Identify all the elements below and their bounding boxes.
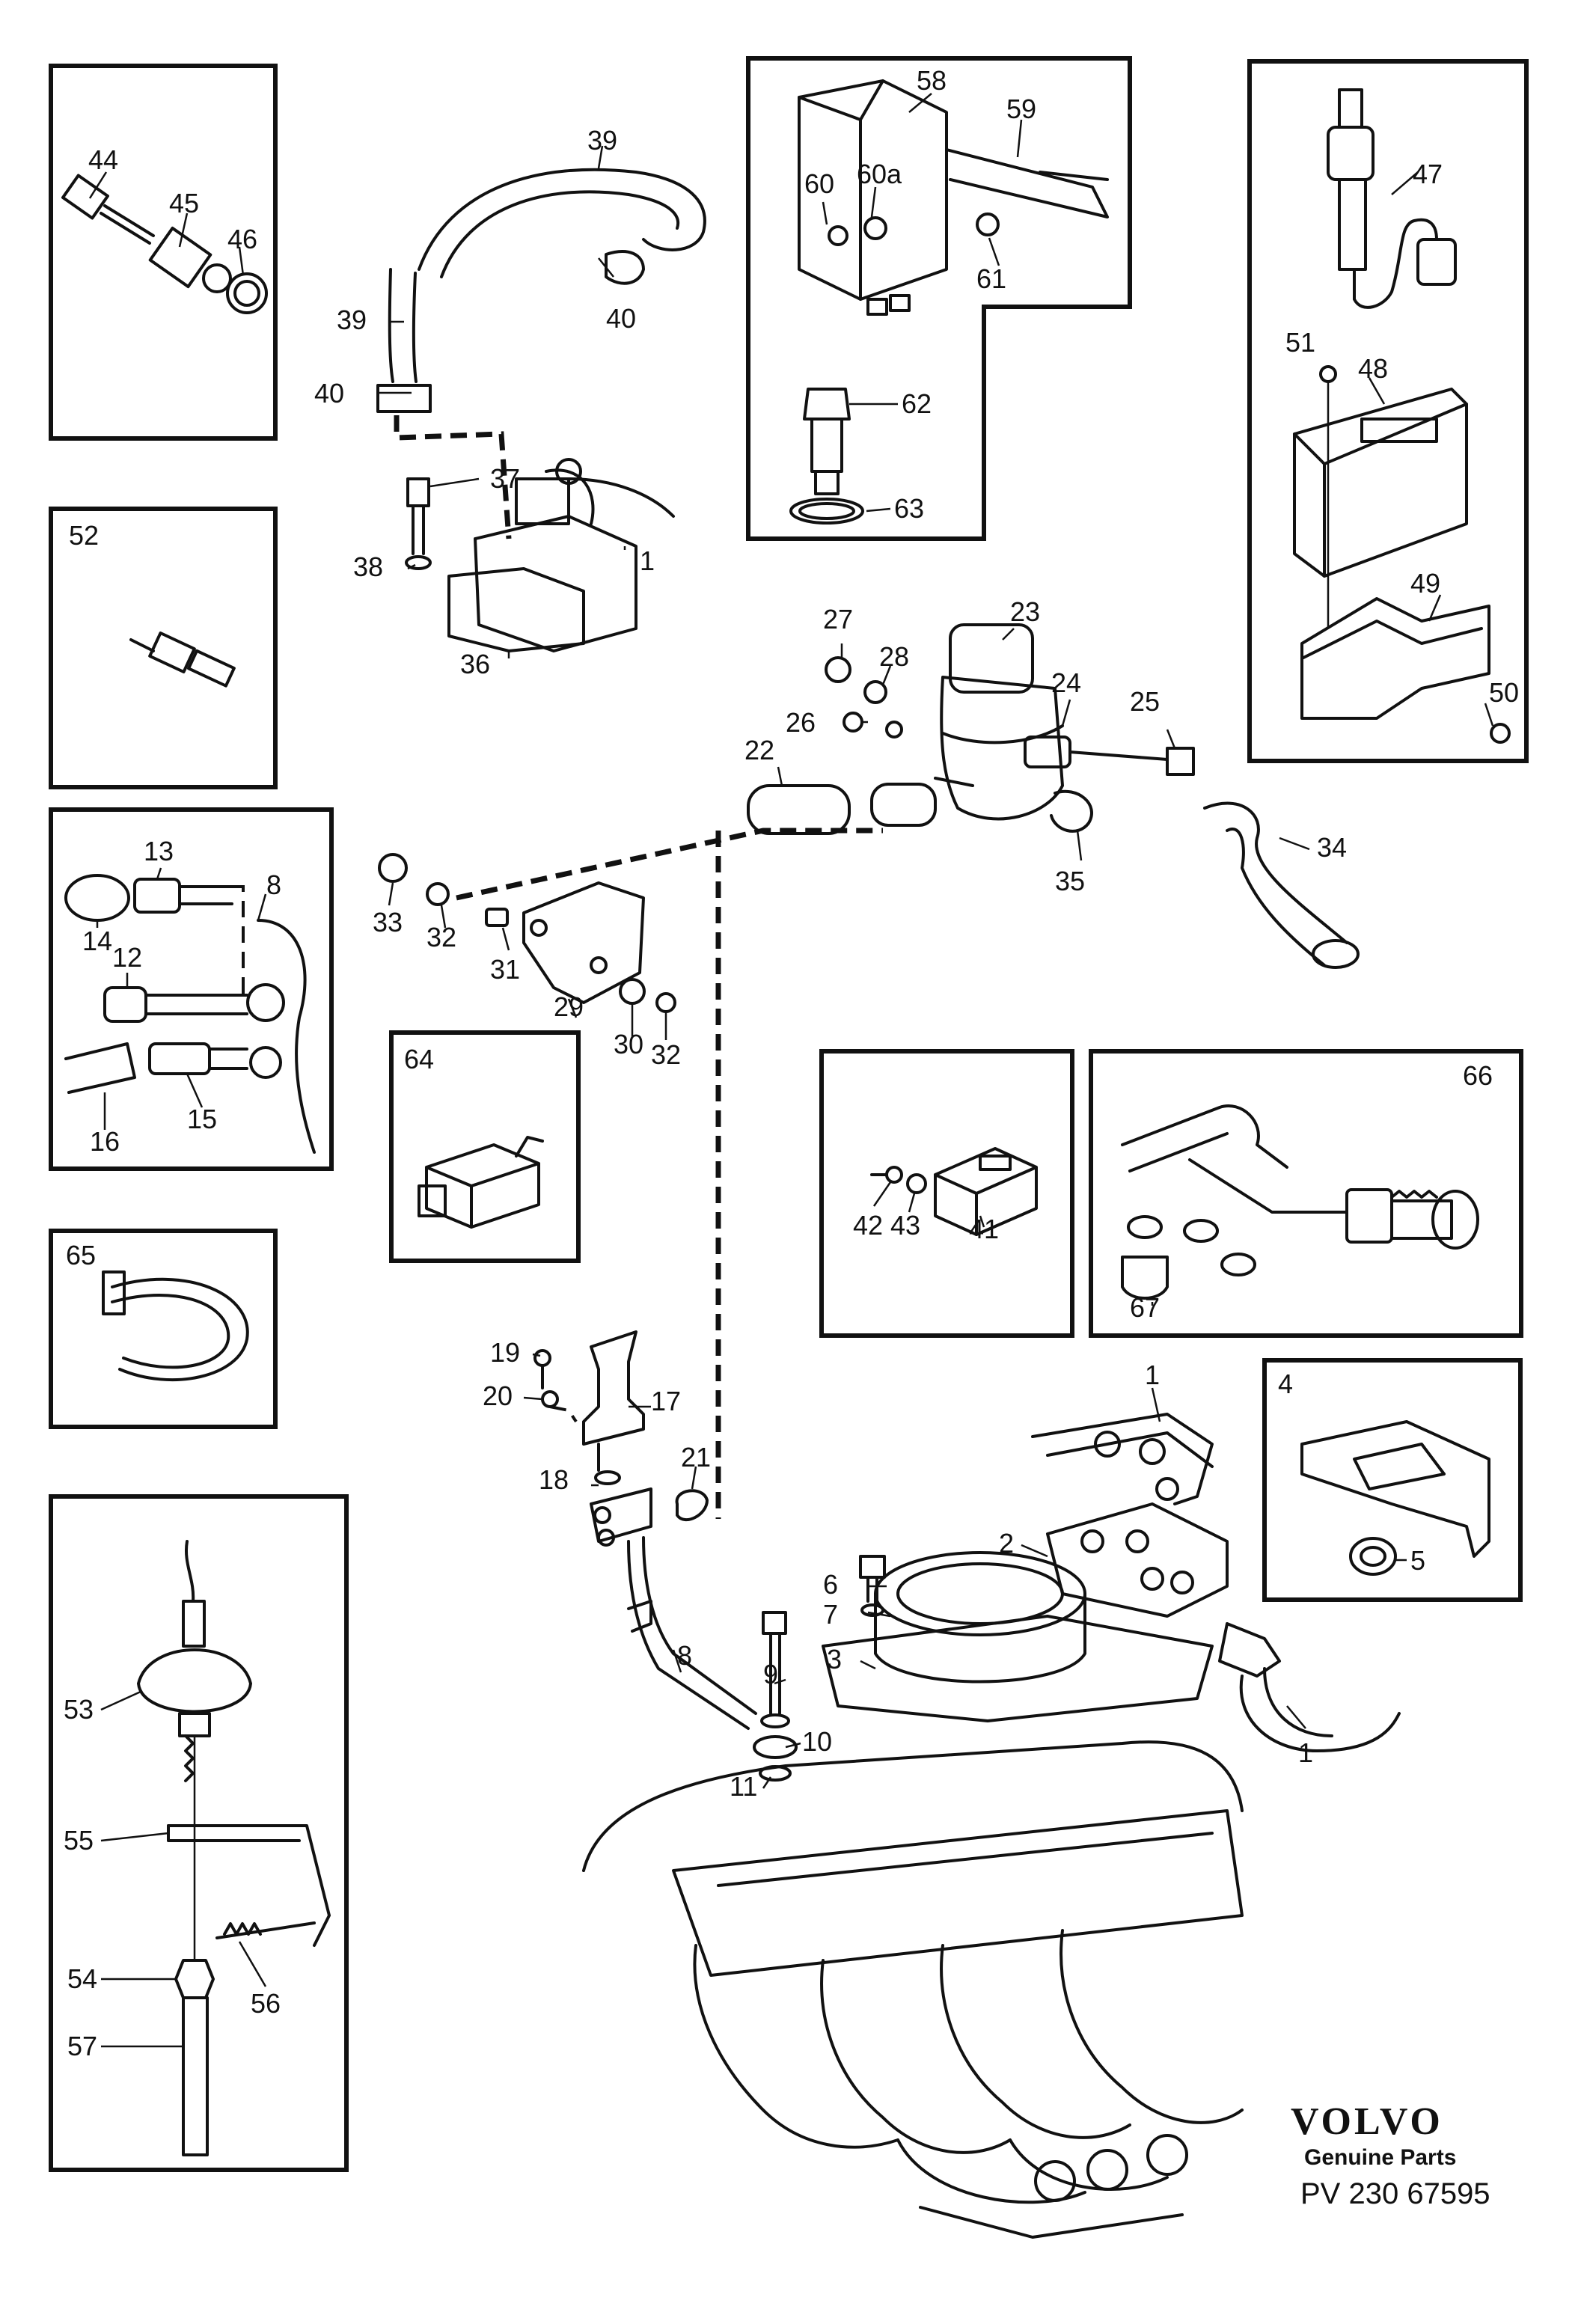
label-1-harness: 1 xyxy=(1145,1360,1160,1390)
label-39-top: 39 xyxy=(587,125,617,156)
label-40-top: 40 xyxy=(606,303,636,334)
label-3: 3 xyxy=(827,1644,842,1675)
box-44-46: 44 45 46 xyxy=(49,64,278,441)
label-31: 31 xyxy=(490,954,520,985)
box-47-51: 47 51 48 49 50 xyxy=(1247,59,1529,763)
box-65: 65 xyxy=(49,1229,278,1429)
label-33: 33 xyxy=(373,907,403,938)
label-65: 65 xyxy=(66,1240,96,1270)
label-21: 21 xyxy=(681,1442,711,1473)
label-19: 19 xyxy=(490,1337,520,1368)
label-30: 30 xyxy=(614,1029,643,1059)
label-32-a: 32 xyxy=(426,922,456,952)
label-23: 23 xyxy=(1010,596,1040,627)
label-46: 46 xyxy=(227,224,257,254)
label-44: 44 xyxy=(88,144,118,175)
label-61: 61 xyxy=(976,263,1006,294)
fitting-assembly: 19 20 17 18 21 8 xyxy=(483,831,757,1730)
box-52: 52 xyxy=(49,507,278,789)
brand-block: VOLVO Genuine Parts PV 230 67595 xyxy=(1291,2100,1490,2210)
label-38: 38 xyxy=(353,551,383,582)
label-15: 15 xyxy=(187,1104,217,1134)
label-66: 66 xyxy=(1463,1060,1493,1091)
label-14: 14 xyxy=(82,926,112,956)
box-64: 64 xyxy=(389,1030,581,1263)
bracket-assembly: 33 32 31 29 30 32 xyxy=(373,828,883,1070)
label-59: 59 xyxy=(1006,94,1036,124)
label-39-side: 39 xyxy=(337,305,367,335)
label-35: 35 xyxy=(1055,866,1085,896)
label-27: 27 xyxy=(823,604,853,634)
brand-tagline: Genuine Parts xyxy=(1304,2145,1456,2170)
box-4-5: 4 5 xyxy=(1262,1358,1523,1602)
hose-and-valve-assembly: 39 39 40 40 37 38 1 36 xyxy=(314,125,706,679)
label-60a: 60a xyxy=(857,159,902,189)
box-58-63: 58 59 60 60a 61 62 63 xyxy=(746,56,1132,541)
idle-valve-assembly: 27 28 23 24 25 26 22 35 34 xyxy=(744,596,1360,969)
label-58: 58 xyxy=(917,65,947,96)
label-55: 55 xyxy=(64,1825,94,1856)
label-52: 52 xyxy=(69,520,99,551)
label-26: 26 xyxy=(786,707,816,738)
label-53: 53 xyxy=(64,1694,94,1725)
label-6: 6 xyxy=(823,1569,838,1600)
label-2: 2 xyxy=(999,1528,1014,1559)
label-43: 43 xyxy=(890,1210,920,1241)
label-64: 64 xyxy=(404,1044,434,1074)
label-16: 16 xyxy=(90,1126,120,1157)
label-56: 56 xyxy=(251,1988,281,2019)
label-63: 63 xyxy=(894,493,924,524)
label-34: 34 xyxy=(1317,832,1347,863)
label-20: 20 xyxy=(483,1380,513,1411)
label-54: 54 xyxy=(67,1963,97,1994)
label-9: 9 xyxy=(763,1659,778,1690)
label-47: 47 xyxy=(1413,159,1443,189)
label-1-bottom: 1 xyxy=(1298,1737,1313,1768)
label-41: 41 xyxy=(969,1214,999,1244)
label-28: 28 xyxy=(879,641,909,672)
label-62: 62 xyxy=(902,388,932,419)
label-12: 12 xyxy=(112,942,142,973)
label-36: 36 xyxy=(460,649,490,679)
label-1-valve: 1 xyxy=(640,545,655,576)
label-4: 4 xyxy=(1278,1369,1293,1399)
label-32-b: 32 xyxy=(651,1039,681,1070)
label-18: 18 xyxy=(539,1464,569,1495)
label-10: 10 xyxy=(802,1726,832,1757)
label-67: 67 xyxy=(1130,1292,1160,1323)
label-57: 57 xyxy=(67,2031,97,2061)
label-8-box: 8 xyxy=(266,869,281,900)
label-29: 29 xyxy=(554,991,584,1022)
box-41-43: 42 43 41 xyxy=(819,1049,1074,1338)
label-11: 11 xyxy=(730,1771,757,1802)
label-24: 24 xyxy=(1051,667,1081,698)
label-45: 45 xyxy=(169,188,199,218)
box-53-57: 53 55 54 57 56 xyxy=(49,1494,349,2172)
label-50: 50 xyxy=(1489,677,1519,708)
label-22: 22 xyxy=(744,735,774,765)
volvo-logo: VOLVO xyxy=(1291,2100,1443,2143)
label-7: 7 xyxy=(823,1599,838,1630)
label-40-side: 40 xyxy=(314,378,344,409)
box-66-67: 66 67 xyxy=(1089,1049,1523,1338)
label-49: 49 xyxy=(1410,568,1440,599)
label-8-main: 8 xyxy=(677,1640,692,1671)
label-51: 51 xyxy=(1285,327,1315,358)
box-8-16: 13 8 14 12 15 16 xyxy=(49,807,334,1171)
part-reference: PV 230 67595 xyxy=(1300,2177,1490,2210)
throttle-and-manifold: 1 2 6 7 3 9 10 11 1 xyxy=(582,1360,1401,2239)
label-42: 42 xyxy=(853,1210,883,1241)
label-17: 17 xyxy=(651,1386,681,1416)
label-25: 25 xyxy=(1130,686,1160,717)
label-37: 37 xyxy=(490,463,520,494)
label-13: 13 xyxy=(144,836,174,866)
label-60: 60 xyxy=(804,168,834,199)
label-5: 5 xyxy=(1410,1545,1425,1576)
label-48: 48 xyxy=(1358,353,1388,384)
